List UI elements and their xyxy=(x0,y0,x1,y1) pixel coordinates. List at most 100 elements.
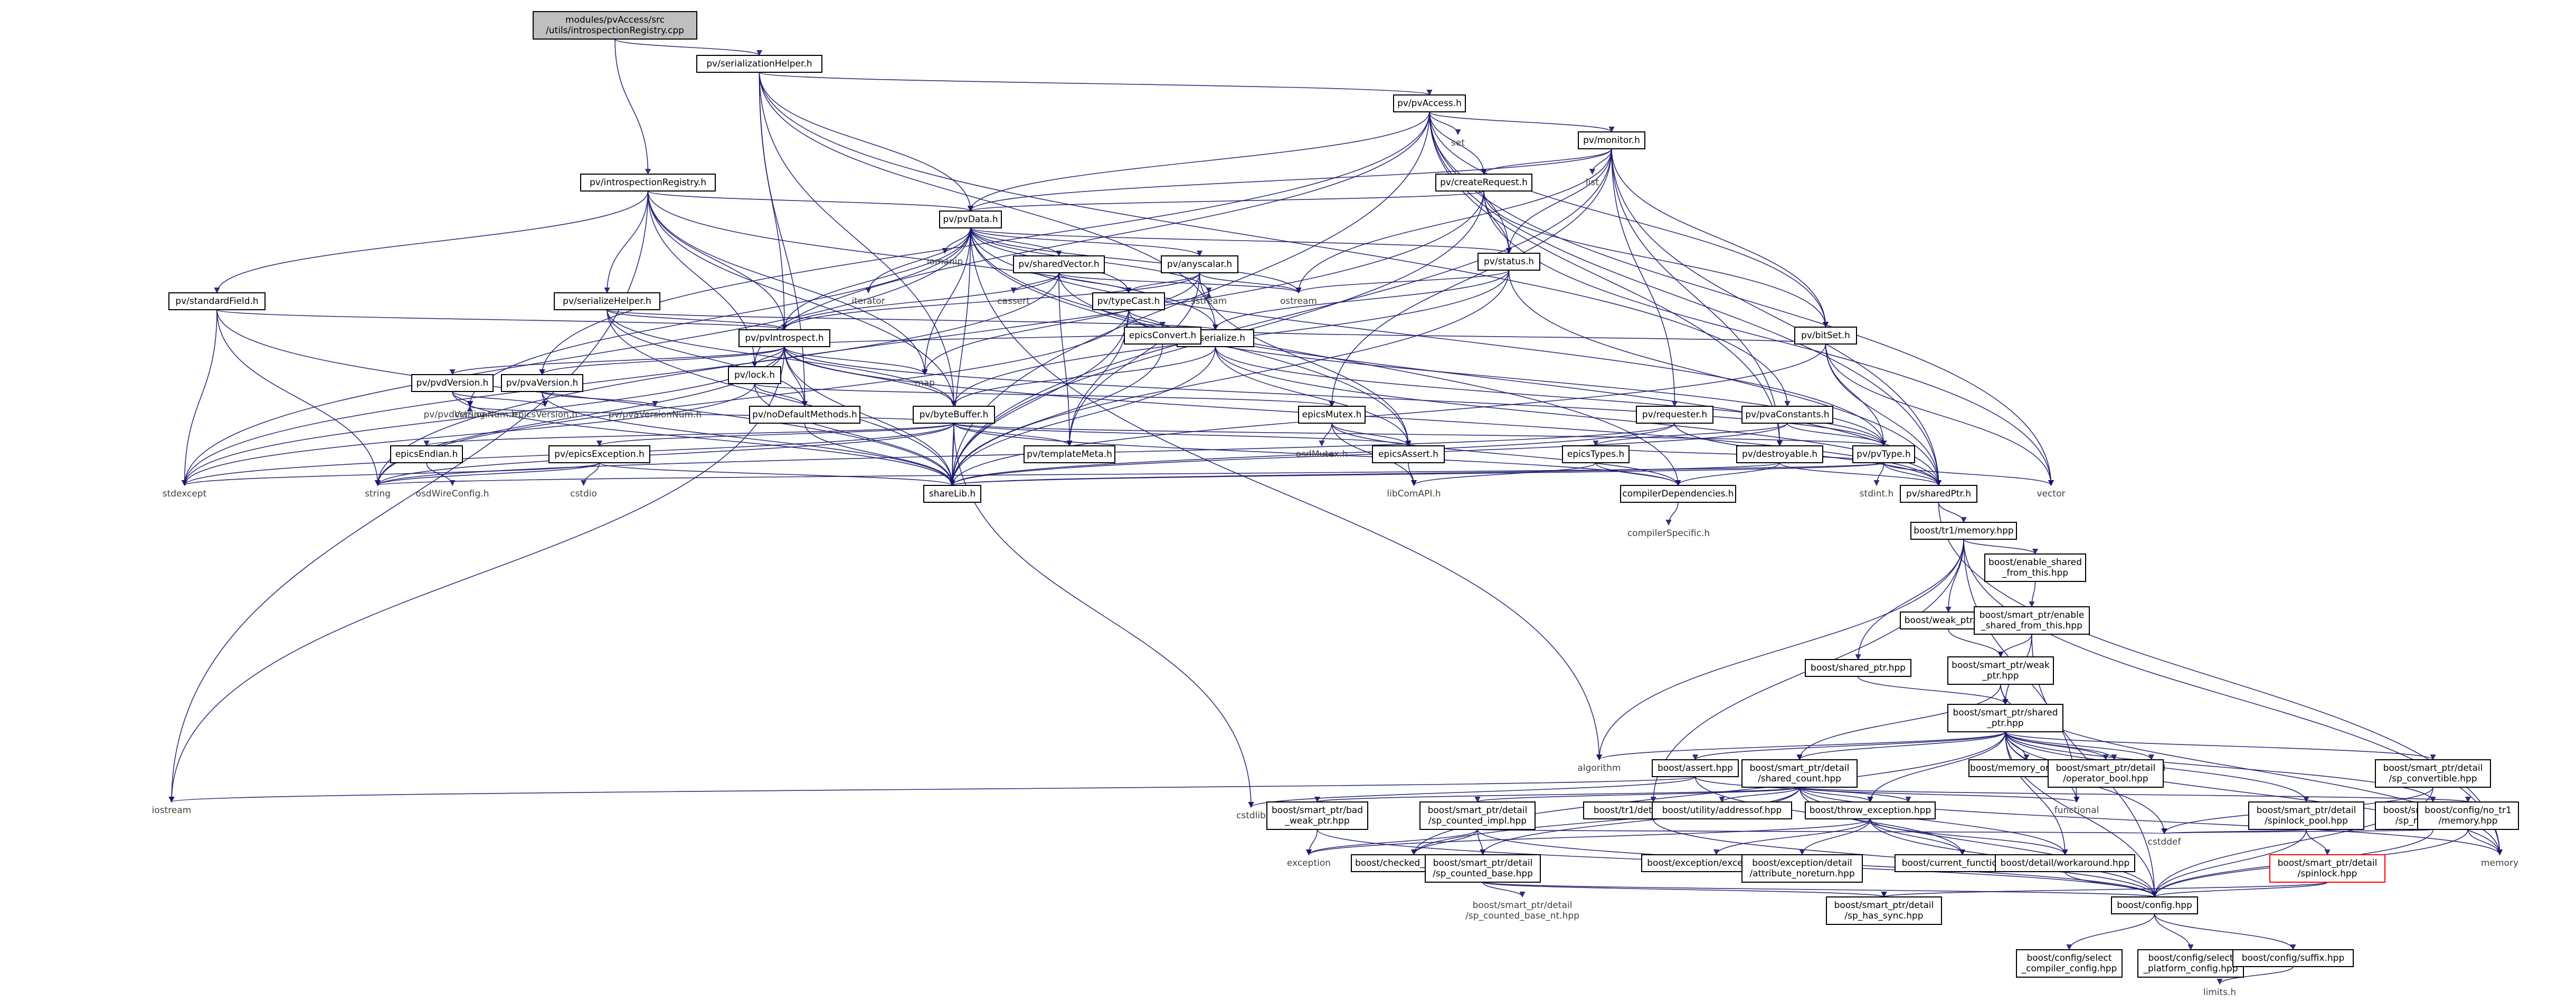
edge-spSharedPtr-to-boostAssert xyxy=(1692,731,2006,761)
node-box xyxy=(580,174,716,192)
node-enableShared[interactable]: boost/enable_shared_from_this.hpp xyxy=(1984,553,2086,582)
node-cstring: cstring xyxy=(454,409,485,420)
node-pvaConstantsH[interactable]: pv/pvaConstants.h xyxy=(1741,406,1833,424)
edge-spCountedBase-to-spHasSync xyxy=(1482,882,1887,898)
node-templateMetaH[interactable]: pv/templateMeta.h xyxy=(1024,445,1115,463)
edge-boostConfig-to-selPlatform xyxy=(2154,913,2194,951)
node-box xyxy=(533,11,697,40)
node-introRegH[interactable]: pv/introspectionRegistry.h xyxy=(580,174,716,192)
node-epicsAssertH[interactable]: epicsAssert.h xyxy=(1372,445,1445,463)
node-label: boost/config.hpp xyxy=(2117,900,2192,911)
node-statusH[interactable]: pv/status.h xyxy=(1478,253,1540,271)
node-noDefaultH[interactable]: pv/noDefaultMethods.h xyxy=(749,406,860,424)
node-spSharedPtr[interactable]: boost/smart_ptr/shared_ptr.hpp xyxy=(1947,704,2063,732)
node-spOpBool[interactable]: boost/smart_ptr/detail/operator_bool.hpp xyxy=(2048,759,2164,788)
node-box xyxy=(1741,759,1858,788)
node-byteBufferH[interactable]: pv/byteBuffer.h xyxy=(913,406,995,424)
node-bitSetH[interactable]: pv/bitSet.h xyxy=(1794,327,1857,345)
node-label: epicsVersion.h xyxy=(513,409,577,420)
node-compilerDepH[interactable]: compilerDependencies.h xyxy=(1620,485,1736,503)
node-epicsMutexH[interactable]: epicsMutex.h xyxy=(1298,406,1366,424)
node-spCountedImpl[interactable]: boost/smart_ptr/detail/sp_counted_impl.h… xyxy=(1419,801,1536,830)
node-label: stdint.h xyxy=(1860,489,1894,499)
node-requesterH[interactable]: pv/requester.h xyxy=(1636,406,1713,424)
node-limits: limits.h xyxy=(2203,987,2236,998)
edge-standardFieldH-to-pvIntrospectH xyxy=(216,309,788,331)
edge-lockH-to-epicsMutexH xyxy=(754,383,1335,407)
node-lockH[interactable]: pv/lock.h xyxy=(728,366,781,384)
edge-epicsMutexH-to-osdMutexH xyxy=(1319,423,1332,447)
node-cassert: cassert xyxy=(997,296,1030,307)
node-workaround[interactable]: boost/detail/workaround.hpp xyxy=(1995,854,2135,872)
node-throwExc[interactable]: boost/throw_exception.hpp xyxy=(1805,801,1936,819)
edge-createReqH-to-string xyxy=(374,190,1484,486)
node-spBadWeak[interactable]: boost/smart_ptr/bad_weak_ptr.hpp xyxy=(1266,801,1368,830)
node-spEnableShared[interactable]: boost/smart_ptr/enable_shared_from_this.… xyxy=(1974,606,2090,635)
node-addressof[interactable]: boost/utility/addressof.hpp xyxy=(1652,801,1792,819)
node-label: pv/pvAccess.h xyxy=(1397,98,1462,109)
edge-statusH-to-ostream xyxy=(1295,270,1510,294)
node-spinlockPool[interactable]: boost/smart_ptr/detail/spinlock_pool.hpp xyxy=(2248,801,2364,830)
node-typeCastH[interactable]: pv/typeCast.h xyxy=(1092,292,1165,310)
node-spHasSync[interactable]: boost/smart_ptr/detail/sp_has_sync.hpp xyxy=(1826,896,1942,925)
edge-compilerDepH-to-compilerSpecH xyxy=(1665,502,1679,526)
node-selPlatform[interactable]: boost/config/select_platform_config.hpp xyxy=(2137,949,2244,978)
node-pvdVersionH[interactable]: pv/pvdVersion.h xyxy=(411,374,494,392)
node-sharedVectorH[interactable]: pv/sharedVector.h xyxy=(1013,255,1105,273)
node-anyscalarH[interactable]: pv/anyscalar.h xyxy=(1161,255,1238,273)
node-suffix[interactable]: boost/config/suffix.hpp xyxy=(2232,949,2354,967)
node-standardFieldH[interactable]: pv/standardField.h xyxy=(168,292,266,310)
node-spSharedCount[interactable]: boost/smart_ptr/detail/shared_count.hpp xyxy=(1741,759,1858,788)
node-monitorH[interactable]: pv/monitor.h xyxy=(1578,131,1645,149)
edge-standardFieldH-to-string xyxy=(216,309,381,486)
node-box xyxy=(1298,406,1366,424)
node-pvTypeH[interactable]: pv/pvType.h xyxy=(1852,445,1915,463)
node-pvaVersionH[interactable]: pv/pvaVersion.h xyxy=(501,374,583,392)
node-label: osdMutex.h xyxy=(1296,449,1348,460)
edge-byteBufferH-to-templateMetaH xyxy=(953,423,1073,447)
edge-pvDataH-to-cstring xyxy=(467,227,971,407)
node-selCompiler[interactable]: boost/config/select_compiler_config.hpp xyxy=(2016,949,2123,978)
node-sharedLibH[interactable]: shareLib.h xyxy=(923,485,981,503)
node-destroyableH[interactable]: pv/destroyable.h xyxy=(1736,445,1823,463)
node-epicsEndianH[interactable]: epicsEndian.h xyxy=(390,445,463,463)
node-spinlock[interactable]: boost/smart_ptr/detail/spinlock.hpp xyxy=(2269,854,2385,883)
node-noTr1Memory[interactable]: boost/config/no_tr1/memory.hpp xyxy=(2417,801,2519,830)
node-boostAssert[interactable]: boost/assert.hpp xyxy=(1652,759,1739,777)
node-label: pv/createRequest.h xyxy=(1440,177,1528,188)
node-excAttr[interactable]: boost/exception/detail/attribute_noretur… xyxy=(1741,854,1863,883)
node-sharedPtr[interactable]: boost/shared_ptr.hpp xyxy=(1805,659,1911,677)
edge-byteBufferH-to-epicsAssertH xyxy=(953,423,1412,447)
node-createReqH[interactable]: pv/createRequest.h xyxy=(1435,174,1532,192)
node-epicsExceptionH[interactable]: pv/epicsException.h xyxy=(548,445,650,463)
node-label: boost/smart_ptr/weak xyxy=(1952,660,2050,671)
node-boostConfig[interactable]: boost/config.hpp xyxy=(2111,896,2198,914)
node-epicsConvertH[interactable]: epicsConvert.h xyxy=(1124,327,1201,345)
node-pvDataH[interactable]: pv/pvData.h xyxy=(939,211,1002,228)
node-sharedPtrH[interactable]: pv/sharedPtr.h xyxy=(1900,485,1977,503)
edge-spSharedCount-to-spCountedImpl xyxy=(1474,787,1800,803)
node-pvAccessH[interactable]: pv/pvAccess.h xyxy=(1393,94,1466,112)
node-spConvertible[interactable]: boost/smart_ptr/detail/sp_convertible.hp… xyxy=(2375,759,2491,788)
edge-pvDataH-to-iterator xyxy=(865,227,971,294)
node-epicsTypesH[interactable]: epicsTypes.h xyxy=(1562,445,1630,463)
node-serH[interactable]: pv/serializationHelper.h xyxy=(696,55,822,73)
edge-sharedVectorH-to-stdexcept xyxy=(181,272,1059,486)
edge-anyscalarH-to-map xyxy=(922,272,1200,376)
edge-monitorH-to-destroyableH xyxy=(1611,148,1783,447)
node-pvIntrospectH[interactable]: pv/pvIntrospect.h xyxy=(738,329,830,347)
node-tr1Memory[interactable]: boost/tr1/memory.hpp xyxy=(1910,522,2017,540)
edge-bitSetH-to-pvTypeH xyxy=(1825,343,1887,447)
edge-pvTypeH-to-vector xyxy=(1883,462,2054,486)
edge-spCountedBase-to-spCountedBaseNt xyxy=(1482,882,1526,898)
node-spCountedBase[interactable]: boost/smart_ptr/detail/sp_counted_base.h… xyxy=(1425,854,1541,883)
edge-pvDataH-to-sharedVectorH xyxy=(970,227,1062,257)
node-box xyxy=(939,211,1002,228)
node-algorithm: algorithm xyxy=(1577,763,1621,773)
node-label: pv/pvData.h xyxy=(943,214,998,225)
node-box xyxy=(1419,801,1536,830)
node-root[interactable]: modules/pvAccess/src/utils/introspection… xyxy=(533,11,697,40)
node-spWeakPtr[interactable]: boost/smart_ptr/weak_ptr.hpp xyxy=(1947,656,2054,685)
node-box xyxy=(1652,801,1792,819)
node-serializeHelperH[interactable]: pv/serializeHelper.h xyxy=(554,292,660,310)
